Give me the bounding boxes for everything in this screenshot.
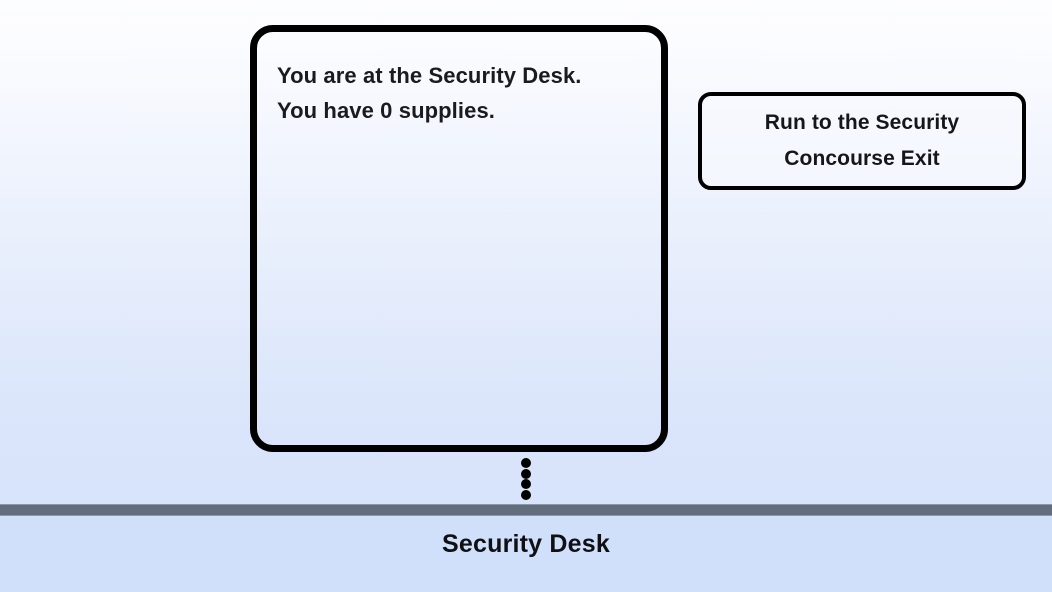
connector-dot bbox=[521, 479, 531, 490]
action-button-label: Run to the Security Concourse Exit bbox=[764, 111, 960, 170]
room-narration-text: You are at the Security Desk. You have 0… bbox=[277, 63, 582, 123]
connector-dot bbox=[521, 489, 531, 500]
room-narration-panel: You are at the Security Desk. You have 0… bbox=[250, 25, 668, 452]
scene-backdrop bbox=[0, 0, 1052, 505]
connector-dot bbox=[521, 458, 531, 468]
scene-divider bbox=[0, 504, 1052, 516]
location-name-label: Security Desk bbox=[442, 530, 610, 558]
vertical-dots-icon bbox=[518, 458, 534, 500]
location-footer: Security Desk bbox=[0, 516, 1052, 592]
connector-dot bbox=[521, 468, 531, 479]
action-button-run-to-security-concourse-exit[interactable]: Run to the Security Concourse Exit bbox=[698, 92, 1026, 190]
